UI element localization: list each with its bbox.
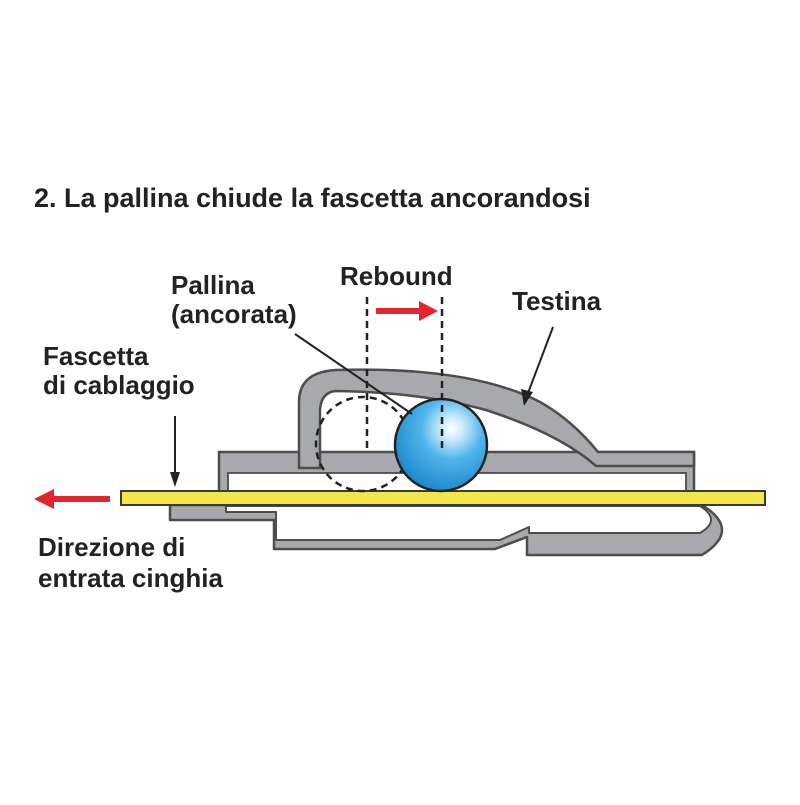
direzione-label: Direzione di entrata cinghia: [38, 532, 223, 594]
cable-strap: [120, 490, 766, 506]
lower-clip-channel: [225, 505, 712, 541]
pallina-leader-line: [294, 333, 413, 415]
fascetta-label-line2: di cablaggio: [43, 370, 195, 401]
testina-head: [297, 368, 696, 470]
arrow-right-icon: [376, 301, 438, 321]
arrow-left-icon: [34, 489, 110, 509]
fascetta-label: Fascetta di cablaggio: [43, 341, 195, 401]
fascetta-label-line1: Fascetta: [43, 341, 149, 371]
direzione-label-line1: Direzione di: [38, 532, 186, 562]
testina-leader-arrow: [521, 326, 554, 406]
testina-label: Testina: [512, 286, 602, 316]
fascetta-leader-arrow: [170, 416, 180, 487]
diagram-title: 2. La pallina chiude la fascetta ancoran…: [34, 183, 591, 213]
pallina-label-line2: (ancorata): [171, 299, 297, 330]
direzione-label-line2: entrata cinghia: [38, 563, 223, 594]
rebound-label: Rebound: [340, 261, 453, 291]
pallina-label-line1: Pallina: [171, 270, 255, 300]
pallina-label: Pallina (ancorata): [171, 270, 297, 330]
